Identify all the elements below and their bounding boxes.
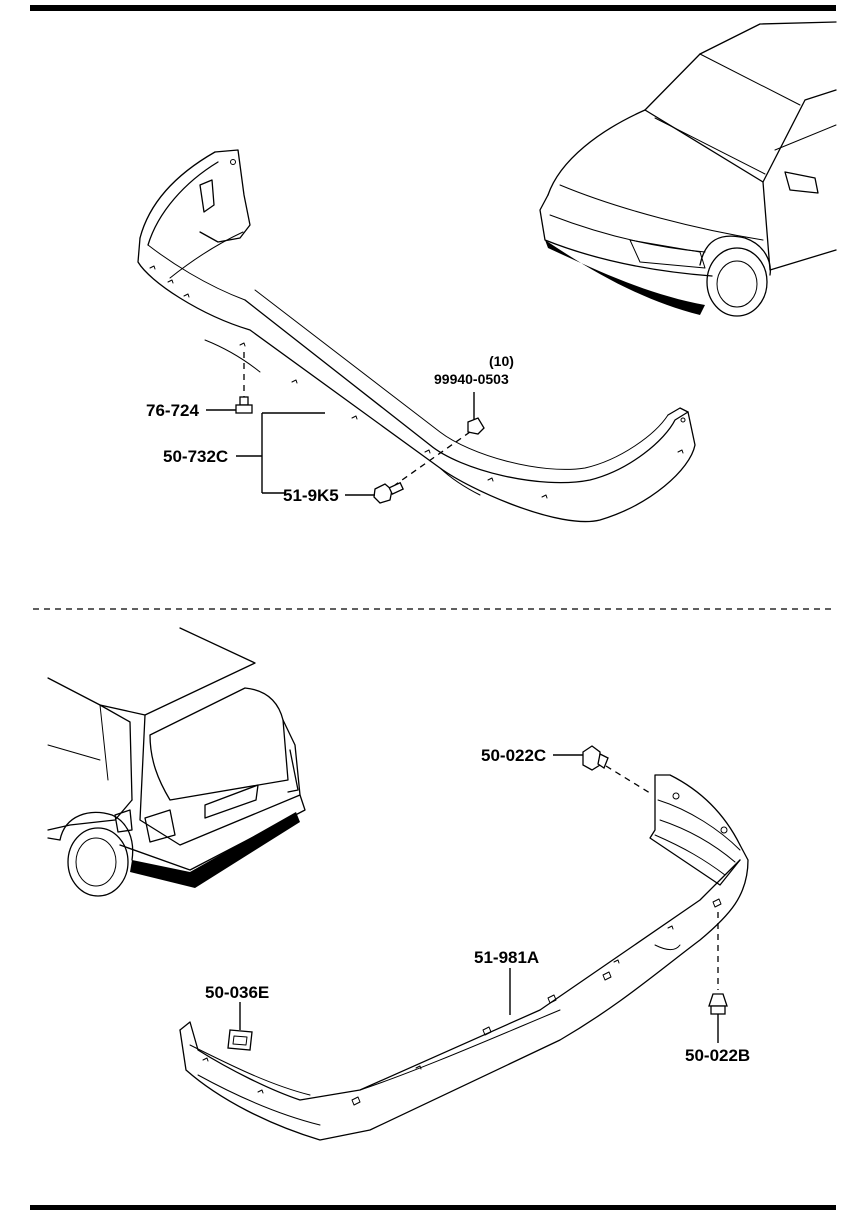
label-50-732C: 50-732C [163, 447, 228, 466]
bottom-border [30, 1205, 836, 1210]
front-air-dam-50-732C [137, 149, 696, 523]
label-51-981A: 51-981A [474, 948, 539, 967]
grommet-50-036E [227, 1029, 253, 1051]
label-50-022B: 50-022B [685, 1046, 750, 1065]
leader-50-732C [236, 412, 325, 494]
label-50-022C: 50-022C [481, 746, 546, 765]
rear-spoiler-51-981A [179, 774, 749, 1141]
top-border [30, 5, 836, 11]
nut-99940-0503 [394, 392, 485, 486]
front-car-illustration [539, 21, 837, 317]
front-spoiler-shade [545, 240, 705, 315]
bolt-51-9K5 [373, 481, 404, 504]
label-50-036E: 50-036E [205, 983, 269, 1002]
label-99940-0503: 99940-0503 [434, 371, 509, 387]
rear-car-illustration [47, 627, 306, 897]
screw-76-724 [235, 352, 253, 414]
label-76-724: 76-724 [146, 401, 199, 420]
rear-spoiler-shade [130, 812, 300, 888]
clip-50-022C [582, 745, 651, 794]
label-qty-10: (10) [489, 353, 514, 369]
label-51-9K5: 51-9K5 [283, 486, 339, 505]
clip-50-022B [708, 912, 728, 1043]
